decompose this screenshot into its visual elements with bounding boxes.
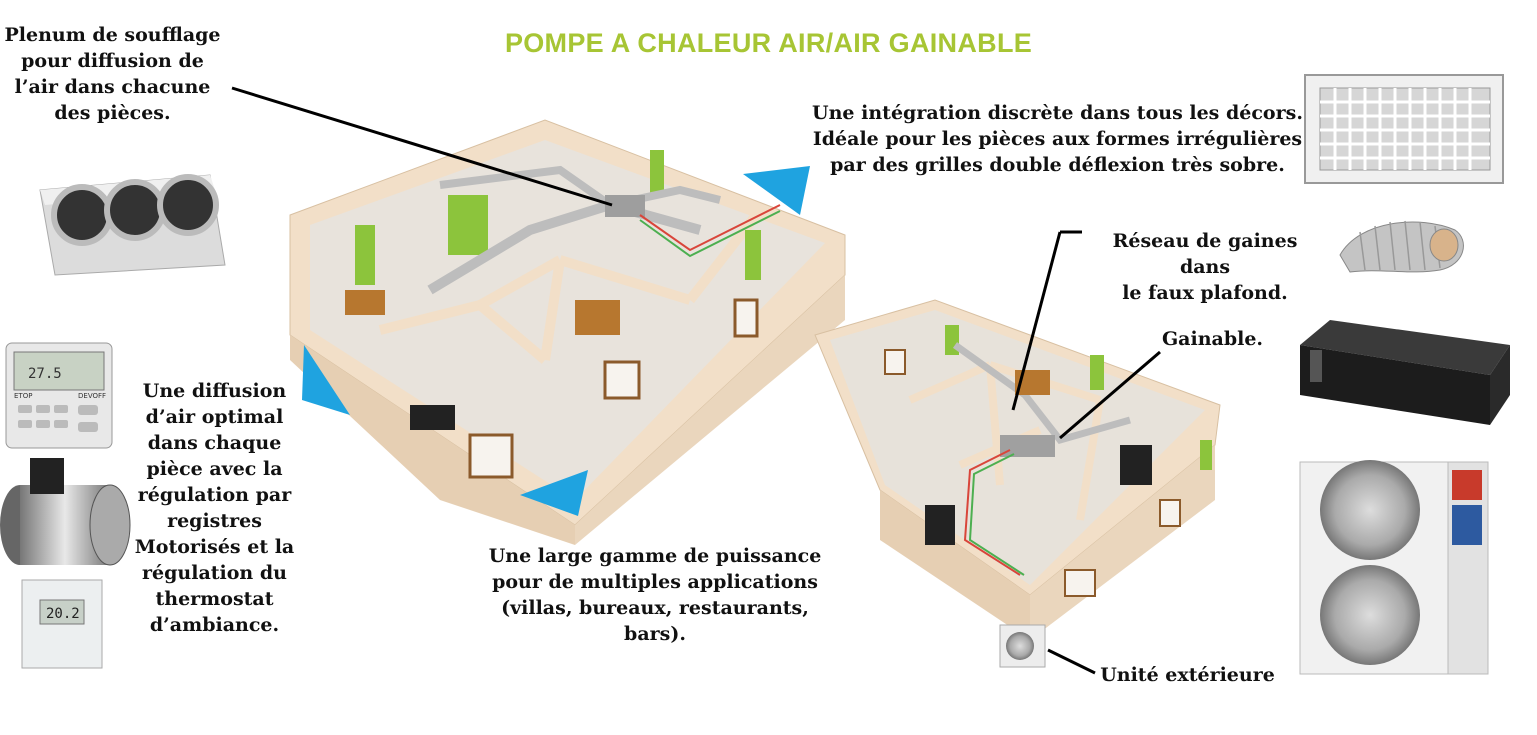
thermostat-display-text: 20.2 [46, 606, 80, 622]
remote-left-button-label: ETOP [14, 392, 32, 400]
flexible-duct-image [1339, 220, 1464, 273]
airflow-arrow-top [743, 166, 810, 215]
label-reseau-gaines: Réseau de gaines dans le faux plafond. [1112, 230, 1298, 304]
plenum-unit-image [39, 174, 226, 276]
remote-display-text: 27.5 [28, 366, 62, 382]
remote-right-button-label: DEVOFF [78, 392, 106, 400]
diagram-title: POMPE A CHALEUR AIR/AIR GAINABLE [504, 28, 1033, 58]
leader-line-plenum [231, 86, 613, 207]
outdoor-unit-image [1299, 460, 1489, 675]
label-plenum: Plenum de soufflage pour diffusion de l’… [4, 24, 221, 124]
small-house-illustration [814, 299, 1221, 668]
label-unite-exterieure: Unité extérieure [1100, 664, 1275, 686]
label-integration: Une intégration discrète dans tous les d… [812, 102, 1303, 176]
leader-line-gainable [1059, 350, 1161, 440]
large-house-illustration [289, 119, 846, 545]
motorized-damper-image [0, 458, 131, 566]
leader-line-exterieure [1047, 648, 1096, 675]
leader-line-reseau [1011, 231, 1062, 411]
label-diffusion: Une diffusion d’air optimal dans chaque … [134, 380, 295, 636]
thermostat-image: 20.2 [21, 579, 103, 669]
airflow-arrow-bottom [520, 470, 588, 516]
ducted-indoor-unit-image [1300, 320, 1510, 425]
label-gamme-puissance: Une large gamme de puissance pour de mul… [488, 545, 822, 645]
remote-control-image: 27.5 ETOP DEVOFF [5, 342, 113, 449]
double-deflection-grille-image [1304, 74, 1504, 184]
label-gainable: Gainable. [1161, 328, 1264, 350]
airflow-arrow-left [302, 345, 350, 415]
